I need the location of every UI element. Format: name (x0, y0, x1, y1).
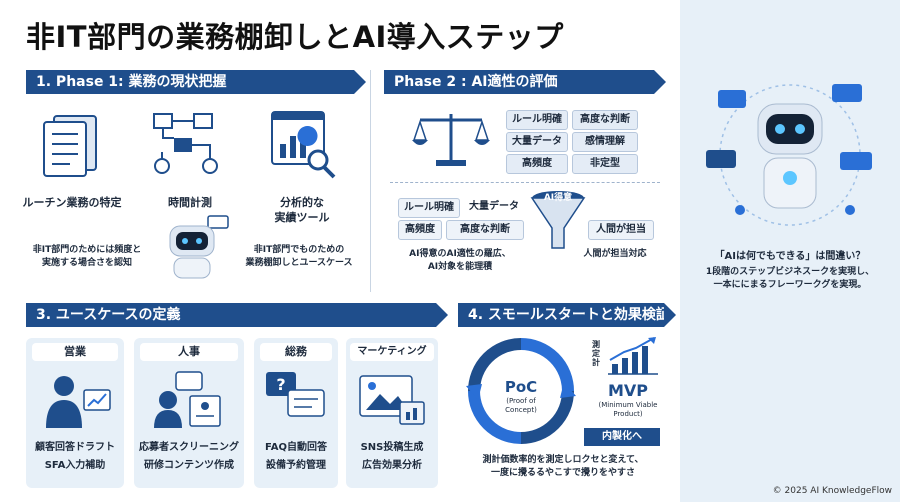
side-quote: 「AIは何でもできる」は間違い？ (714, 251, 866, 262)
side-line-1: 1段階のステップビジネスークを実現し、 (705, 267, 875, 277)
side-line-2: 一本ににまるフレーワークグを実現。 (713, 280, 867, 290)
phase1-item-tool: 実績ツール (274, 211, 330, 224)
funnel-tag: 高頻度 (398, 220, 442, 240)
phase2-grid-tag: 大量データ (506, 132, 568, 152)
funnel-tag-human: 人間が担当 (588, 220, 654, 240)
mvp-sub-2: Product) (613, 410, 643, 418)
phase2-grid-tag: ルール明確 (506, 110, 568, 130)
phase2-grid-tag: 高頻度 (506, 154, 568, 174)
poc-sub-2: Concept) (505, 406, 537, 414)
phase1-note-4: 業務棚卸しとユースケース (245, 258, 353, 268)
recruiter-icon (154, 371, 221, 428)
phase2-note-1: AI得意のAI適性の羅広、 (409, 249, 511, 259)
phase1-banner: 1. Phase 1: 業務の現状把握 (26, 70, 366, 94)
usecase-head: マーケティング (350, 343, 434, 361)
page-title: 非IT部門の業務棚卸しとAI導入ステップ (26, 20, 564, 54)
phase2-grid-tag: 非定型 (572, 154, 638, 174)
usecase-head: 総務 (260, 343, 332, 361)
measure-label: 測定計 (592, 340, 600, 367)
phase2-note-2: AI対象を能理積 (427, 262, 493, 272)
funnel-tag: 大量データ (469, 201, 519, 212)
phase1-item-routine: ルーチン業務の特定 (22, 196, 122, 209)
phase3-banner: 3. ユースケースの定義 (26, 303, 448, 327)
svg-text:?: ? (276, 375, 285, 394)
usecase-line: 設備予約管理 (266, 460, 326, 471)
usecase-head: 人事 (140, 343, 238, 361)
robot-icon (169, 215, 229, 279)
phase4-note-2: 一度に攪るるやこすで攪りをやすさ (491, 468, 635, 478)
internalize-arrow: 内製化へ (584, 428, 660, 446)
copyright-footer: © 2025 AI KnowledgeFlow (772, 486, 892, 496)
faq-icon: ? (266, 372, 325, 417)
usecase-line: 応募者スクリーニング (139, 442, 239, 453)
phase1-item-analysis: 分析的な (280, 196, 324, 209)
phase1-note-2: 実施する場合さを認知 (41, 258, 132, 268)
funnel-tag: ルール明確 (398, 198, 460, 218)
social-post-icon (359, 375, 425, 425)
cycle-arrows-icon (466, 338, 576, 444)
analytics-icon (271, 111, 336, 179)
usecase-line: SNS投稿生成 (360, 442, 424, 453)
side-panel: 「AIは何でもできる」は間違い？ 1段階のステップビジネスークを実現し、 一本に… (680, 0, 900, 502)
mvp-sub-1: (Minimum Viable (598, 401, 658, 409)
phase2-note-3: 人間が担当対応 (583, 249, 647, 259)
phase1-item-time: 時間計測 (168, 196, 212, 209)
funnel-icon (530, 191, 586, 249)
scale-icon (412, 114, 490, 166)
usecase-line: SFA入力補助 (44, 460, 106, 471)
phase4-banner: 4. スモールスタートと効果検証 (458, 303, 676, 327)
usecase-card-hr (134, 338, 244, 488)
salesperson-icon (46, 376, 111, 428)
flowchart-icon (153, 113, 218, 174)
phase2-grid-tag: 感情理解 (572, 132, 638, 152)
phase2-dashed-divider (390, 182, 660, 183)
robot-hero-icon (706, 84, 872, 226)
funnel-tag: 高度な判断 (446, 220, 524, 240)
usecase-line: 広告効果分析 (362, 460, 422, 471)
phase1-note-1: 非IT部門のためには頻度と (32, 245, 142, 255)
usecase-line: 顧客回答ドラフト (35, 442, 115, 453)
growth-chart-icon (608, 337, 658, 375)
usecase-head: 営業 (32, 343, 118, 361)
documents-icon (43, 115, 97, 177)
poc-sub-1: (Proof of (506, 397, 536, 405)
funnel-label: AI得意 (543, 193, 573, 203)
poc-label: PoC (504, 378, 538, 396)
phase4-note-1: 測計価数率的を測定しロクセと変えて、 (482, 455, 644, 465)
mvp-label: MVP (607, 381, 649, 400)
vertical-divider (370, 70, 371, 292)
phase1-note-3: 非IT部門でものための (253, 245, 345, 255)
phase2-banner: Phase 2 : AI適性の評価 (384, 70, 666, 94)
phase2-grid-tag: 高度な判断 (572, 110, 638, 130)
usecase-line: FAQ自動回答 (265, 442, 327, 453)
usecase-line: 研修コンテンツ作成 (144, 460, 234, 471)
